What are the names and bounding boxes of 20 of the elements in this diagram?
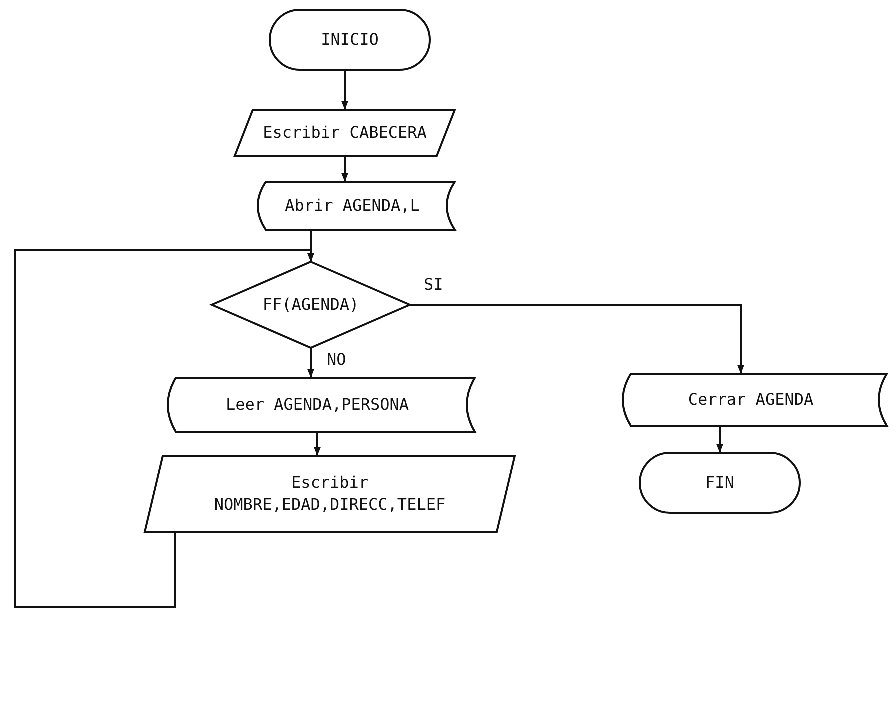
node-label: Escribir CABECERA (263, 122, 427, 144)
node-label: Leer AGENDA,PERSONA (226, 394, 410, 416)
arrow (307, 348, 315, 378)
arrow (314, 432, 322, 456)
node-label: FIN (706, 472, 734, 494)
node-label: INICIO (321, 29, 379, 51)
arrow (341, 70, 349, 110)
end-terminal (640, 453, 800, 513)
output-parallelogram (235, 110, 455, 156)
node-label: Abrir AGENDA,L (285, 195, 420, 217)
node-label: Escribir NOMBRE,EDAD,DIRECC,TELEF (213, 472, 447, 516)
node-label: Cerrar AGENDA (688, 389, 814, 411)
start-terminal (270, 10, 430, 70)
arrow (410, 304, 745, 374)
arrow (341, 156, 349, 182)
output-parallelogram (145, 456, 515, 532)
arrow (14, 249, 315, 608)
decision-diamond (212, 262, 410, 348)
node-label: FF(AGENDA) (262, 294, 360, 316)
arrow (716, 426, 724, 453)
